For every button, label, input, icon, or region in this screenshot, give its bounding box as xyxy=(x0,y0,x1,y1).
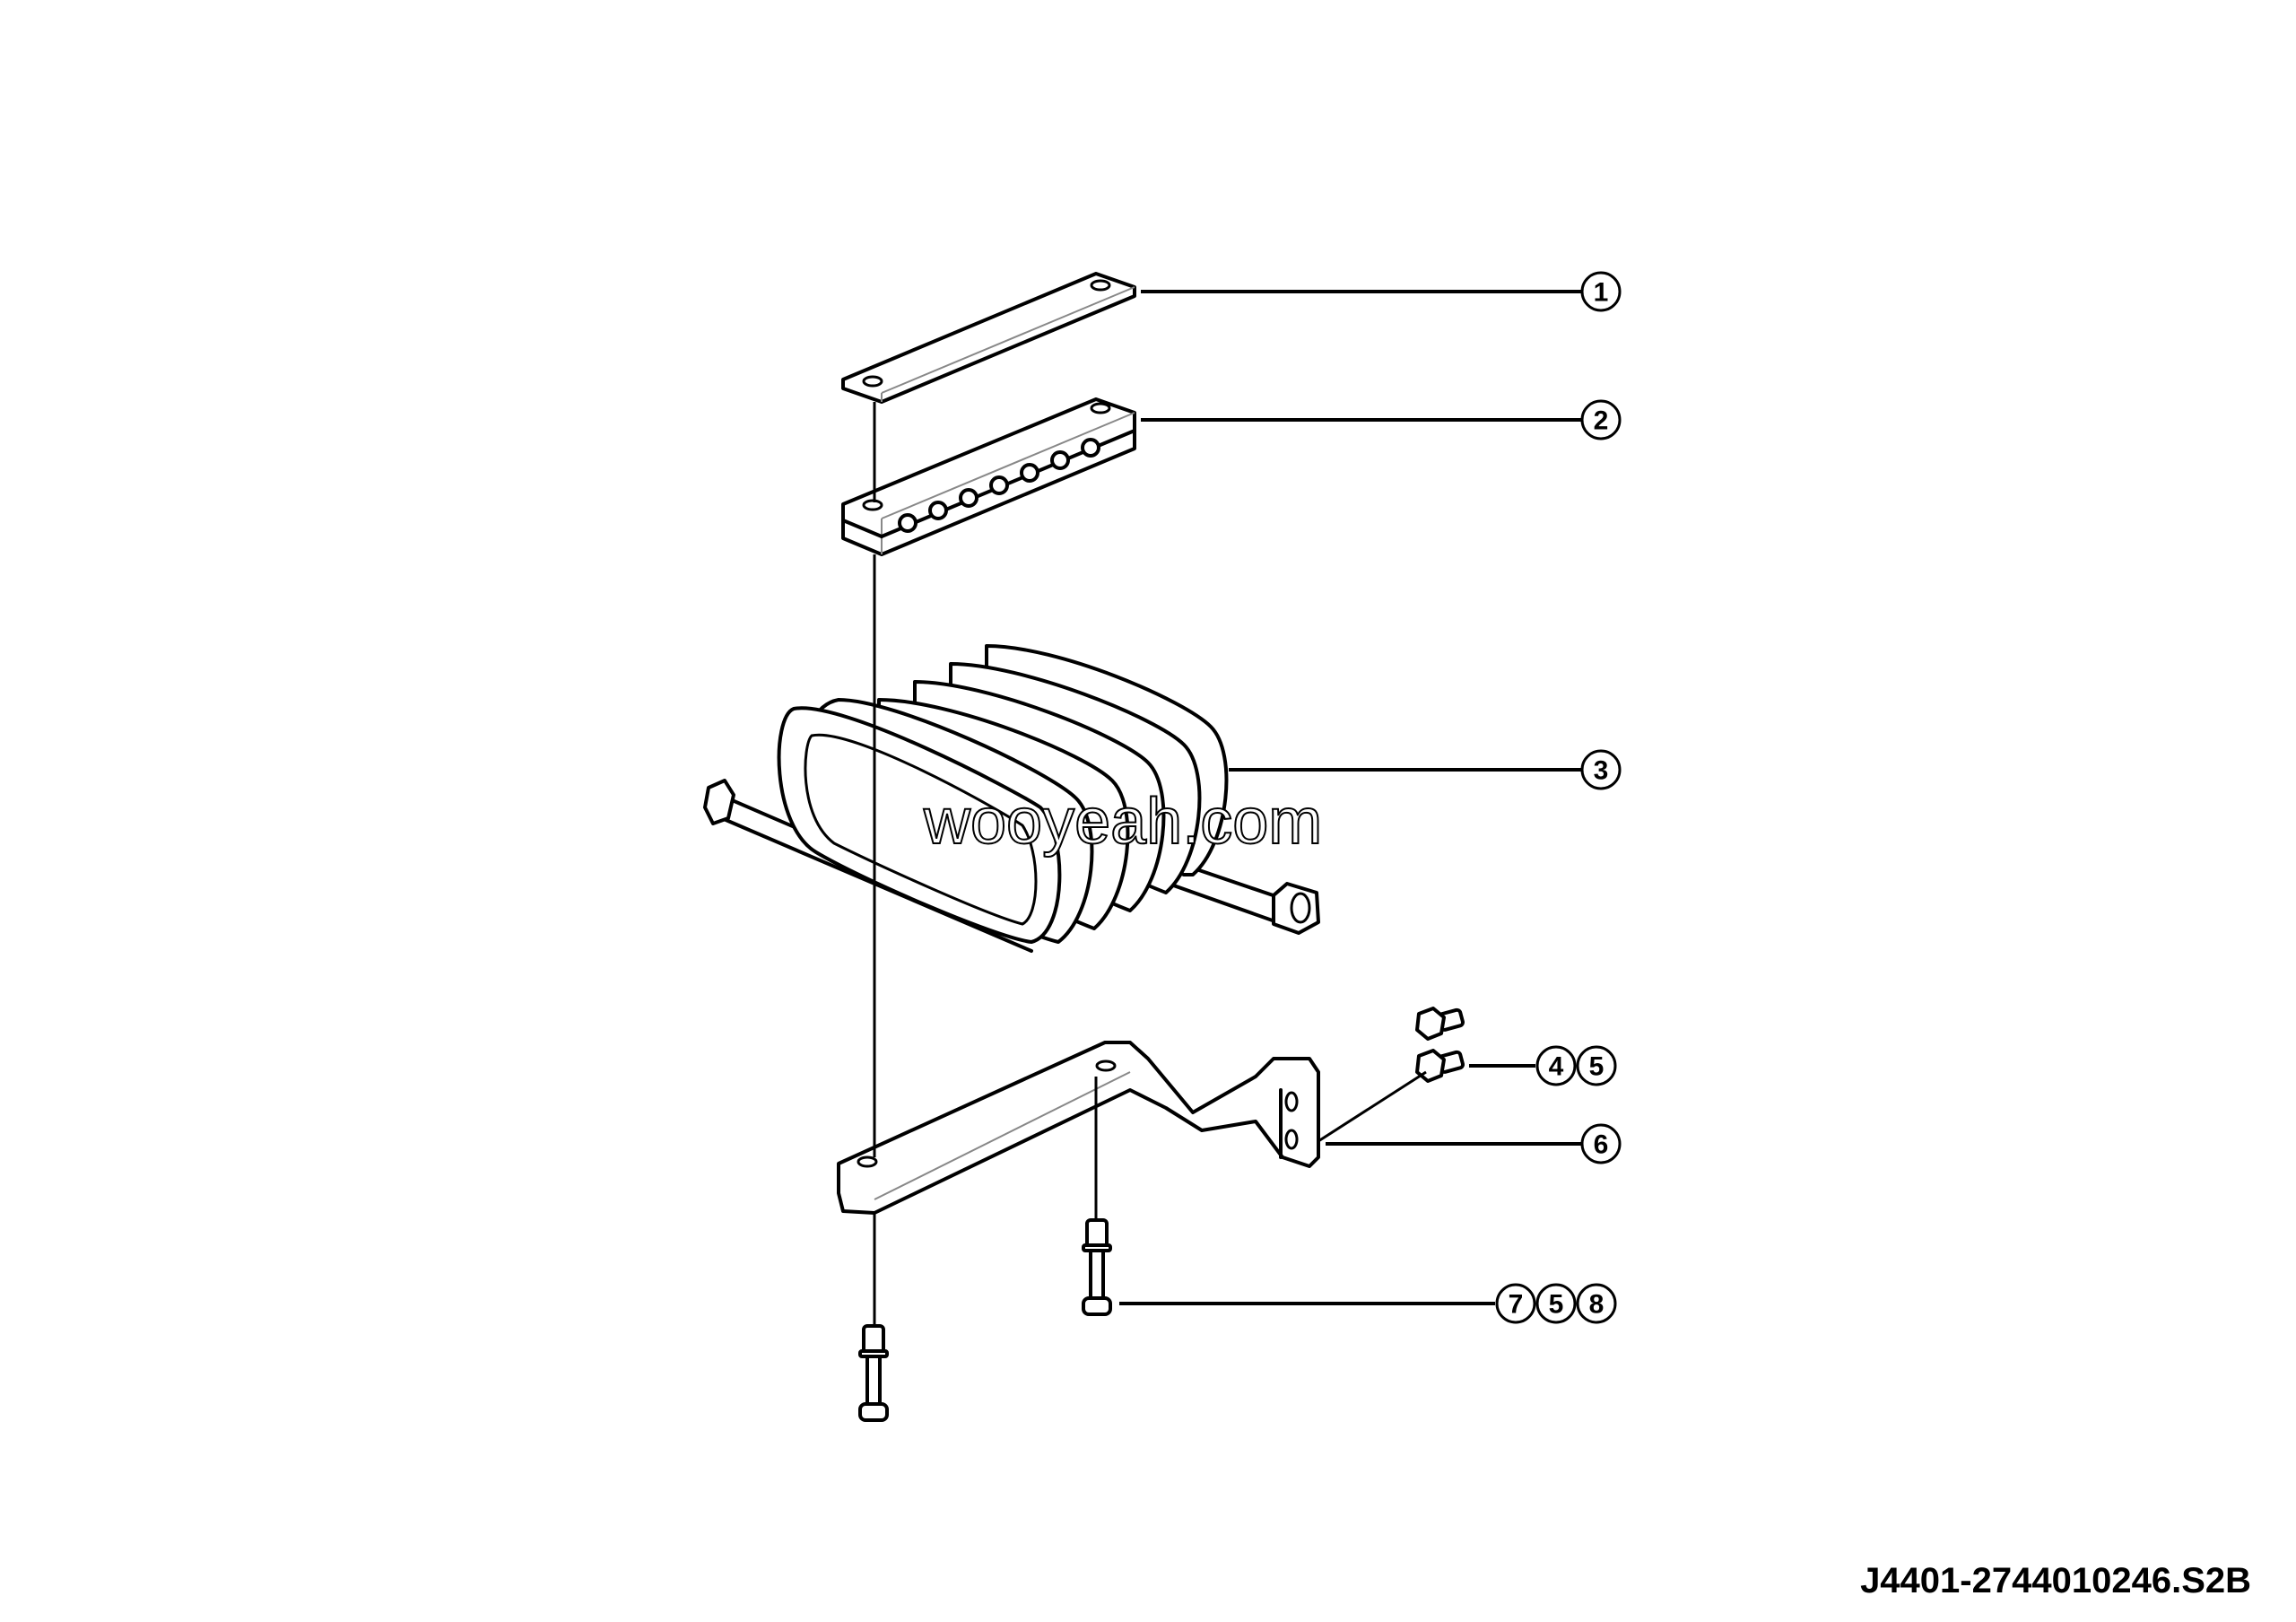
part-1-clamp-plate xyxy=(841,272,1136,404)
svg-text:4: 4 xyxy=(1549,1052,1564,1082)
callout-1[interactable]: 1 xyxy=(1580,271,1622,312)
drawing-reference-code: J4401-2744010246.S2B xyxy=(1860,1561,2251,1600)
assembly-axis-lines xyxy=(873,402,1427,1326)
callout-4-5[interactable]: 4 5 xyxy=(1535,1045,1617,1086)
callout-6[interactable]: 6 xyxy=(1580,1123,1622,1164)
watermark: wooyeah.com xyxy=(923,786,1322,858)
svg-text:2: 2 xyxy=(1594,406,1609,436)
svg-text:8: 8 xyxy=(1589,1290,1605,1320)
callout-2[interactable]: 2 xyxy=(1580,399,1622,440)
leader-lines xyxy=(1119,290,1590,1305)
svg-text:5: 5 xyxy=(1549,1290,1564,1320)
part-4-5-bolts xyxy=(1415,1007,1465,1083)
tube-holes xyxy=(898,438,1100,533)
svg-text:3: 3 xyxy=(1594,756,1609,786)
part-2-clamp-block xyxy=(841,397,1136,556)
svg-text:7: 7 xyxy=(1509,1290,1524,1320)
svg-text:5: 5 xyxy=(1589,1052,1605,1082)
callout-3[interactable]: 3 xyxy=(1580,749,1622,790)
svg-text:6: 6 xyxy=(1594,1130,1609,1160)
part-7-5-8-bolts xyxy=(858,1218,1112,1422)
svg-text:1: 1 xyxy=(1594,278,1609,308)
part-6-bracket xyxy=(837,1041,1320,1215)
callout-7-5-8[interactable]: 7 5 8 xyxy=(1495,1283,1617,1324)
part-3-coiled-tube: wooyeah.com xyxy=(703,644,1323,953)
